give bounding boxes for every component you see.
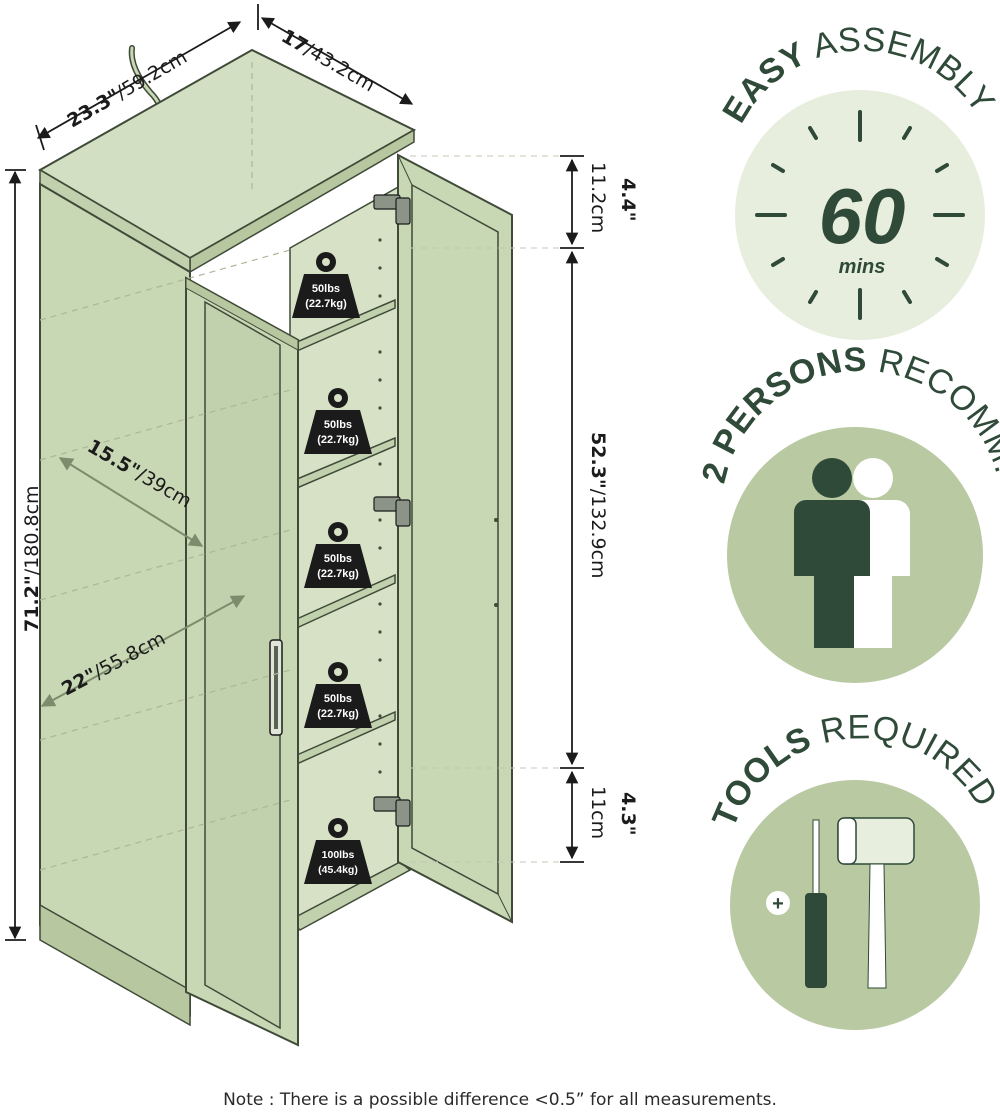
load-label: 100lbs	[322, 849, 355, 861]
dim-value: 23.3"	[64, 85, 124, 132]
hinge-icon	[373, 194, 411, 827]
dim-top-gap: 4.4"	[617, 178, 639, 222]
weight-icon: 50lbs (22.7kg)	[304, 388, 372, 454]
dim-value: 4.4"	[617, 178, 639, 222]
load-label: 50lbs	[324, 693, 352, 705]
assembly-unit: mins	[839, 256, 886, 278]
assembly-badge: EASY ASSEMBLY 60 mins	[715, 20, 1000, 340]
cabinet-right-door	[397, 153, 513, 924]
tools-badge: TOOLS REQUIRED +	[705, 708, 1000, 1030]
plus-sign: +	[772, 893, 784, 915]
measurement-note: Note : There is a possible difference <0…	[223, 1090, 777, 1110]
svg-text:4.3": 4.3"	[617, 792, 639, 836]
weight-icon: 100lbs (45.4kg)	[304, 818, 372, 884]
load-kg-label: (22.7kg)	[317, 568, 359, 580]
load-kg-label: (22.7kg)	[305, 298, 347, 310]
load-kg-label: (22.7kg)	[317, 708, 359, 720]
svg-text:4.4": 4.4"	[617, 178, 639, 222]
dim-value-cm: /132.9cm	[587, 489, 609, 579]
svg-text:52.3"/132.9cm: 52.3"/132.9cm	[587, 432, 609, 579]
load-kg-label: (22.7kg)	[317, 434, 359, 446]
svg-text:71.2"/180.8cm: 71.2"/180.8cm	[21, 485, 43, 632]
mallet-icon	[837, 817, 915, 989]
weight-icon: 50lbs (22.7kg)	[292, 252, 360, 318]
screwdriver-icon: +	[766, 819, 827, 988]
dim-bottom-gap: 4.3"	[617, 792, 639, 836]
dim-value: 4.3"	[617, 792, 639, 836]
load-kg-label: (45.4kg)	[318, 864, 358, 876]
weight-icon: 50lbs (22.7kg)	[304, 662, 372, 728]
dim-bottom-gap-cm: 11cm	[587, 786, 609, 839]
load-label: 50lbs	[324, 419, 352, 431]
dim-value: 71.2"	[21, 575, 43, 632]
cabinet	[37, 45, 560, 1047]
clock-tick-icon	[755, 110, 965, 320]
dim-top-gap-cm: 11.2cm	[587, 162, 609, 233]
dim-value: 52.3"	[587, 432, 609, 489]
dimension-lines	[5, 4, 584, 941]
cabinet-left-side	[39, 182, 191, 1017]
load-label: 50lbs	[312, 283, 340, 295]
dim-value-cm: /180.8cm	[21, 485, 43, 575]
load-label: 50lbs	[324, 553, 352, 565]
weight-icon: 50lbs (22.7kg)	[304, 522, 372, 588]
assembly-minutes: 60	[819, 172, 906, 260]
person-icon	[794, 458, 910, 648]
dim-total-height: 71.2"/180.8cm	[21, 485, 43, 632]
persons-badge: 2 PERSONS RECOMM.	[695, 341, 1000, 683]
dim-interior-height: 52.3"/132.9cm	[587, 432, 609, 579]
